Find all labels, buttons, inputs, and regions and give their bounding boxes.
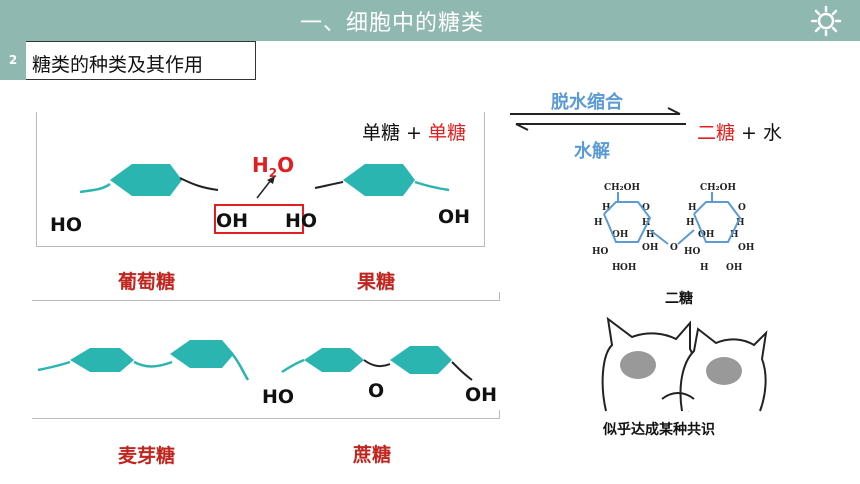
equation-left: 单糖 + 单糖 bbox=[362, 118, 466, 145]
sucrose-oh-label: OH bbox=[465, 384, 498, 406]
equilibrium-arrows-icon bbox=[510, 107, 686, 131]
h2o-subscript: 2 bbox=[268, 166, 278, 180]
sucrose-molecule bbox=[281, 346, 473, 381]
section-number: 2 bbox=[0, 41, 26, 80]
ch2oh-right: CH₂OH bbox=[700, 183, 736, 193]
section-title: 糖类的种类及其作用 bbox=[32, 54, 204, 76]
oh-2: OH bbox=[698, 230, 715, 240]
top-card-left-edge bbox=[36, 112, 37, 246]
h-6: H bbox=[736, 218, 745, 228]
h2o-arrow bbox=[256, 176, 275, 199]
disaccharide: 二糖 bbox=[697, 122, 736, 144]
oh-box-label: OH bbox=[216, 210, 249, 232]
section-heading: 糖类的种类及其作用 bbox=[26, 41, 256, 80]
cards-divider bbox=[32, 300, 500, 301]
plus-sign-2: + bbox=[735, 122, 764, 144]
meme-cats-handshake bbox=[601, 316, 768, 412]
dehydration-label: 脱水缩合 bbox=[551, 92, 623, 113]
oh-3: OH bbox=[642, 243, 659, 253]
sucrose-ho-label: HO bbox=[262, 386, 295, 408]
disaccharide-structure: CH₂OH CH₂OH H O H O H H H H OH H O OH H … bbox=[592, 183, 755, 273]
h-9: H bbox=[612, 263, 621, 273]
meme-caption: 似乎达成某种共识 bbox=[603, 422, 715, 438]
h2o-formula: H2O bbox=[252, 153, 294, 180]
fructose-label: 果糖 bbox=[357, 271, 396, 293]
o-ring-1: O bbox=[642, 203, 650, 213]
h-5: H bbox=[686, 218, 695, 228]
h2o-h: H bbox=[252, 153, 269, 177]
bottom-card-bottom-edge bbox=[32, 418, 500, 419]
h-10: H bbox=[700, 263, 709, 273]
o-ring-2: O bbox=[738, 203, 746, 213]
cards-divider-tick bbox=[499, 292, 500, 301]
water: 水 bbox=[763, 122, 783, 144]
top-card-right-edge bbox=[484, 112, 485, 246]
monosaccharide-1: 单糖 bbox=[362, 122, 401, 144]
maltose-molecule bbox=[37, 340, 250, 381]
h-7: H bbox=[646, 230, 655, 240]
page-title: 一、细胞中的糖类 bbox=[300, 11, 485, 36]
hydrolysis-label: 水解 bbox=[574, 141, 610, 162]
oh-5: OH bbox=[620, 263, 637, 273]
disaccharide-caption: 二糖 bbox=[665, 291, 693, 307]
maltose-label: 麦芽糖 bbox=[118, 445, 176, 467]
sucrose-o-label: O bbox=[368, 380, 385, 402]
oh-1: OH bbox=[612, 230, 629, 240]
water-box bbox=[214, 204, 304, 234]
oh-4: OH bbox=[738, 243, 755, 253]
header-bar: 一、细胞中的糖类 bbox=[0, 0, 860, 41]
fructose-molecule bbox=[314, 164, 450, 196]
plus-sign-1: + bbox=[400, 122, 429, 144]
glucose-label: 葡萄糖 bbox=[118, 271, 176, 293]
ho-1: HO bbox=[592, 247, 609, 257]
ch2oh-left: CH₂OH bbox=[604, 183, 640, 193]
h-3: H bbox=[594, 218, 603, 228]
ho-box-label: HO bbox=[285, 210, 318, 232]
h-1: H bbox=[602, 203, 611, 213]
h2o-o: O bbox=[277, 153, 295, 177]
ho-left-label: HO bbox=[50, 214, 83, 236]
oh-right-label: OH bbox=[438, 206, 471, 228]
equation-right: 二糖 + 水 bbox=[697, 118, 782, 145]
monosaccharide-2: 单糖 bbox=[428, 122, 467, 144]
glucose-molecule bbox=[79, 164, 219, 196]
bottom-card-tick bbox=[499, 410, 500, 419]
ho-2: HO bbox=[684, 247, 701, 257]
o-bridge: O bbox=[670, 243, 678, 253]
oh-6: OH bbox=[726, 263, 743, 273]
top-card-bottom-edge bbox=[36, 246, 485, 247]
gear-icon[interactable] bbox=[810, 5, 842, 37]
sucrose-label: 蔗糖 bbox=[353, 444, 392, 466]
h-2: H bbox=[688, 203, 697, 213]
h-8: H bbox=[730, 230, 739, 240]
